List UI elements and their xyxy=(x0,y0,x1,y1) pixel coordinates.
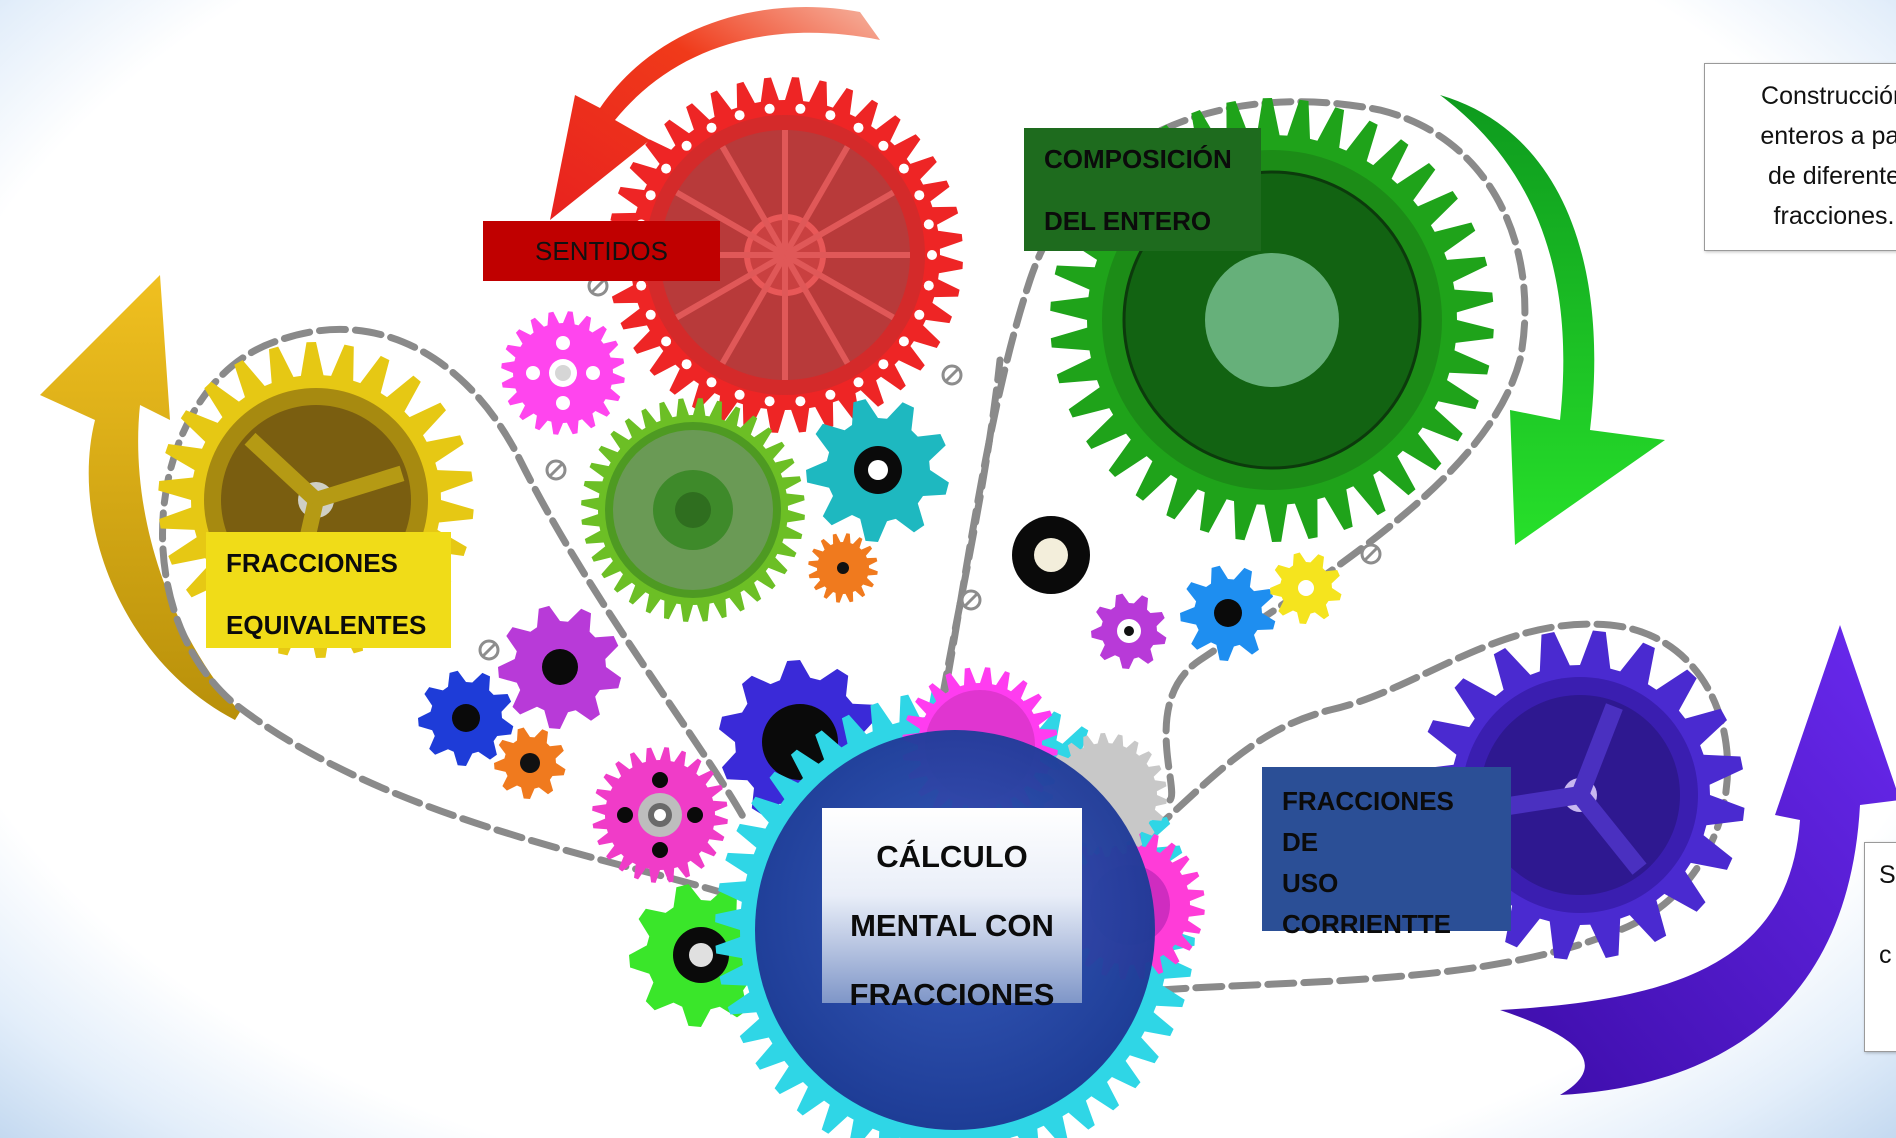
note-line: Construcción xyxy=(1761,82,1896,110)
gear-icon xyxy=(498,605,622,729)
gear-icon xyxy=(806,399,949,542)
note-line: enteros a par xyxy=(1760,122,1896,150)
curved-arrow-icon xyxy=(1440,95,1665,545)
label-line: FRACCIONES xyxy=(226,548,398,578)
gear-icon xyxy=(1180,565,1276,661)
label-composicion-del-entero: COMPOSICIÓN DEL ENTERO xyxy=(1024,128,1261,251)
gear-icon xyxy=(581,398,805,622)
label-line: MENTAL CON xyxy=(850,908,1054,943)
note-right-fragment: S c xyxy=(1864,842,1896,1052)
gear-icon xyxy=(1091,593,1167,669)
washer-icon xyxy=(1012,516,1090,594)
gear-icon xyxy=(607,77,963,433)
curved-arrow-icon xyxy=(550,7,880,221)
curved-arrow-icon xyxy=(40,275,240,720)
note-line: c xyxy=(1879,941,1892,969)
gear-icon xyxy=(418,670,514,766)
note-line: de diferente xyxy=(1767,162,1896,190)
gear-icon xyxy=(494,727,566,799)
label-line: FRACCIONES DE xyxy=(1282,786,1454,857)
label-fracciones-equivalentes: FRACCIONES EQUIVALENTES xyxy=(206,532,451,648)
label-fracciones-uso-corriente: FRACCIONES DE USO CORRIENTTE xyxy=(1262,767,1511,939)
curved-arrow-icon xyxy=(1500,625,1896,1095)
label-sentidos: SENTIDOS xyxy=(483,221,720,281)
label-line: DEL ENTERO xyxy=(1044,206,1212,236)
gear-icon xyxy=(1270,552,1342,624)
gear-icon xyxy=(592,747,728,883)
gear-icon xyxy=(808,533,878,603)
screw-icon xyxy=(478,275,1382,661)
label-line: EQUIVALENTES xyxy=(226,610,427,640)
note-line xyxy=(1879,895,1896,935)
note-line: S xyxy=(1879,861,1896,889)
note-line: fracciones. xyxy=(1773,202,1895,230)
note-construccion: Construcción enteros a par de diferente … xyxy=(1704,63,1896,251)
label-line: CÁLCULO xyxy=(876,839,1028,874)
label-line: USO xyxy=(1282,868,1339,898)
label-line: COMPOSICIÓN xyxy=(1044,144,1232,174)
label-line: CORRIENTTE xyxy=(1282,909,1451,939)
label-calculo-mental: CÁLCULO MENTAL CON FRACCIONES xyxy=(822,808,1082,1012)
label-line: FRACCIONES xyxy=(849,977,1055,1012)
label-sentidos-text: SENTIDOS xyxy=(535,235,668,266)
gear-icon xyxy=(501,311,625,435)
